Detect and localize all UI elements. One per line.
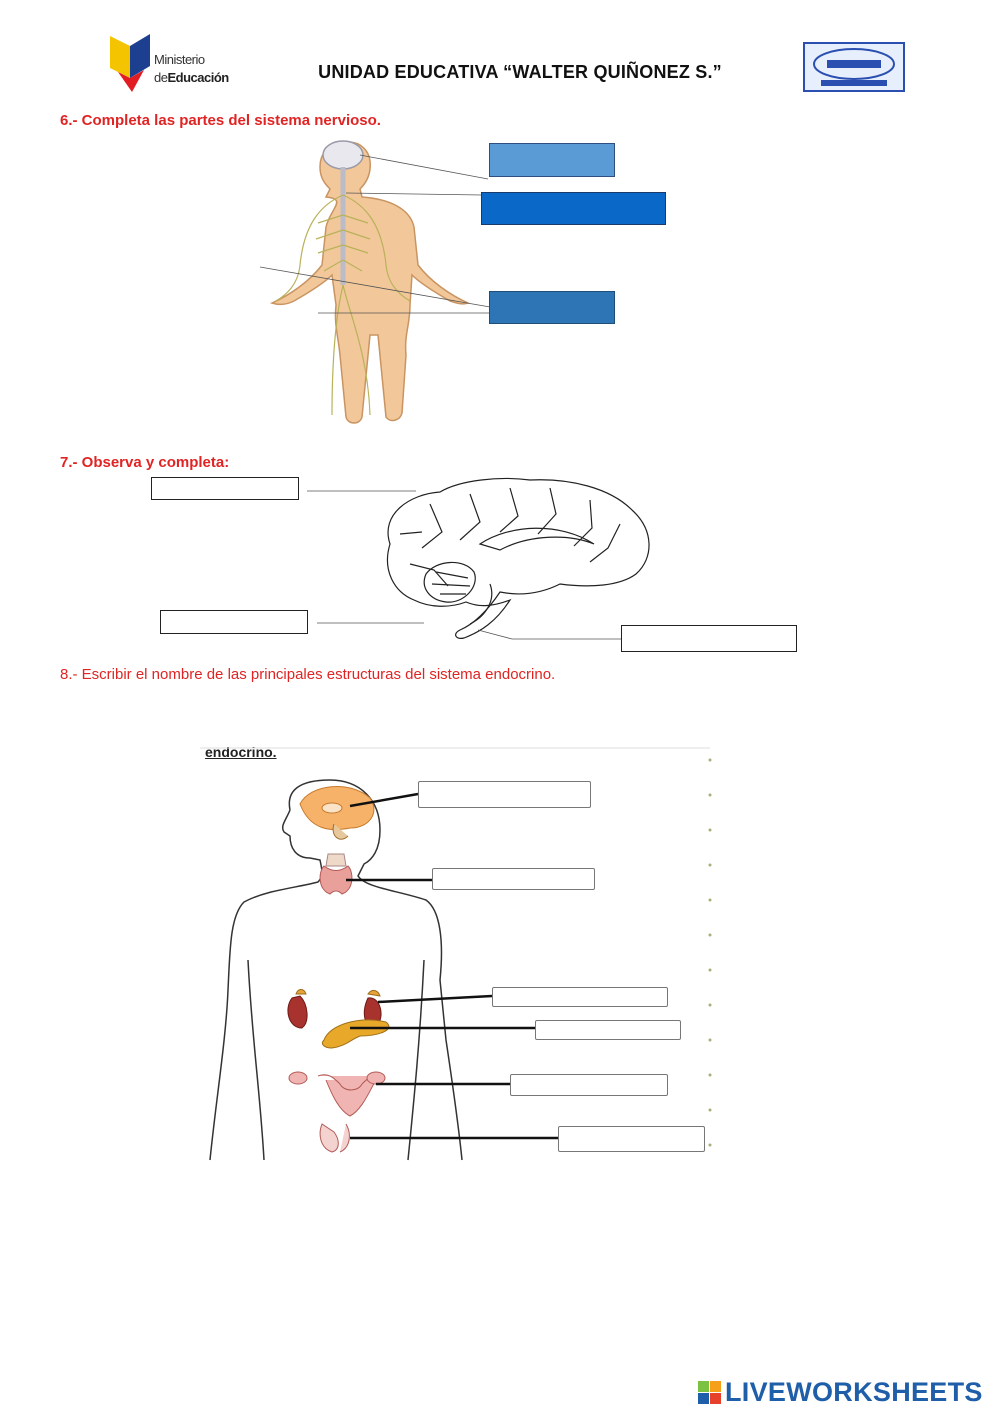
ovary-right xyxy=(366,1071,386,1085)
testes xyxy=(319,1123,350,1153)
school-emblem-icon xyxy=(813,48,895,86)
brain-answer-box-1[interactable] xyxy=(151,477,299,500)
brain-outline xyxy=(386,477,650,639)
liveworksheets-grid-icon xyxy=(698,1380,721,1404)
cerebellum xyxy=(423,561,476,603)
question-8: 8.- Escribir el nombre de las principale… xyxy=(60,666,556,683)
liveworksheets-logo: LIVEWORKSHEETS xyxy=(698,1374,983,1410)
thyroid-gland xyxy=(319,865,353,895)
corpus-callosum xyxy=(478,527,595,551)
pointer-lines xyxy=(259,154,491,314)
nervous-answer-box-2[interactable] xyxy=(481,192,666,225)
school-title: UNIDAD EDUCATIVA “WALTER QUIÑONEZ S.” xyxy=(318,62,722,82)
nervous-answer-box-3[interactable] xyxy=(489,291,615,324)
endocrine-arm-lines xyxy=(247,959,425,1161)
pituitary-gland xyxy=(332,823,349,840)
brainstem xyxy=(469,583,493,625)
ministry-flag-icon xyxy=(110,34,150,92)
ministry-logo-line2: deEducación xyxy=(154,70,229,85)
question-6: 6.- Completa las partes del sistema nerv… xyxy=(60,112,381,129)
pancreas xyxy=(321,1019,390,1049)
liveworksheets-brand: LIVEWORKSHEETS xyxy=(725,1376,983,1407)
ovary-left xyxy=(288,1071,308,1085)
larynx xyxy=(325,853,347,867)
cerebellum-folds xyxy=(431,571,471,595)
endocrine-answer-box-2[interactable] xyxy=(432,868,595,890)
brain-diagram xyxy=(386,477,650,639)
endocrine-answer-box-1[interactable] xyxy=(418,781,591,808)
nervous-system-figure xyxy=(259,140,491,424)
nervous-answer-box-1[interactable] xyxy=(489,143,615,177)
body-silhouette xyxy=(269,141,471,424)
left-kidney xyxy=(287,995,308,1029)
brain-answer-box-2[interactable] xyxy=(160,610,308,634)
ministry-logo-line1: Ministerio xyxy=(154,52,205,67)
image-edge-marks xyxy=(708,758,712,1147)
endocrine-system-figure xyxy=(200,747,712,1161)
hypothalamus xyxy=(321,802,343,814)
adrenal-glands xyxy=(295,989,381,997)
brain-pointer-lines xyxy=(307,490,622,640)
question-7: 7.- Observa y completa: xyxy=(60,454,230,471)
endocrine-answer-box-4[interactable] xyxy=(535,1020,681,1040)
nerves xyxy=(275,194,411,416)
endocrine-answer-box-3[interactable] xyxy=(492,987,668,1007)
school-logo xyxy=(803,42,905,92)
endocrine-pointer-lines xyxy=(346,792,558,1140)
ministry-logo: Ministerio deEducación xyxy=(108,32,229,98)
brain-answer-box-3[interactable] xyxy=(621,625,797,652)
endocrine-answer-box-6[interactable] xyxy=(558,1126,705,1152)
brain-gyri xyxy=(399,487,621,587)
endocrine-answer-box-5[interactable] xyxy=(510,1074,668,1096)
